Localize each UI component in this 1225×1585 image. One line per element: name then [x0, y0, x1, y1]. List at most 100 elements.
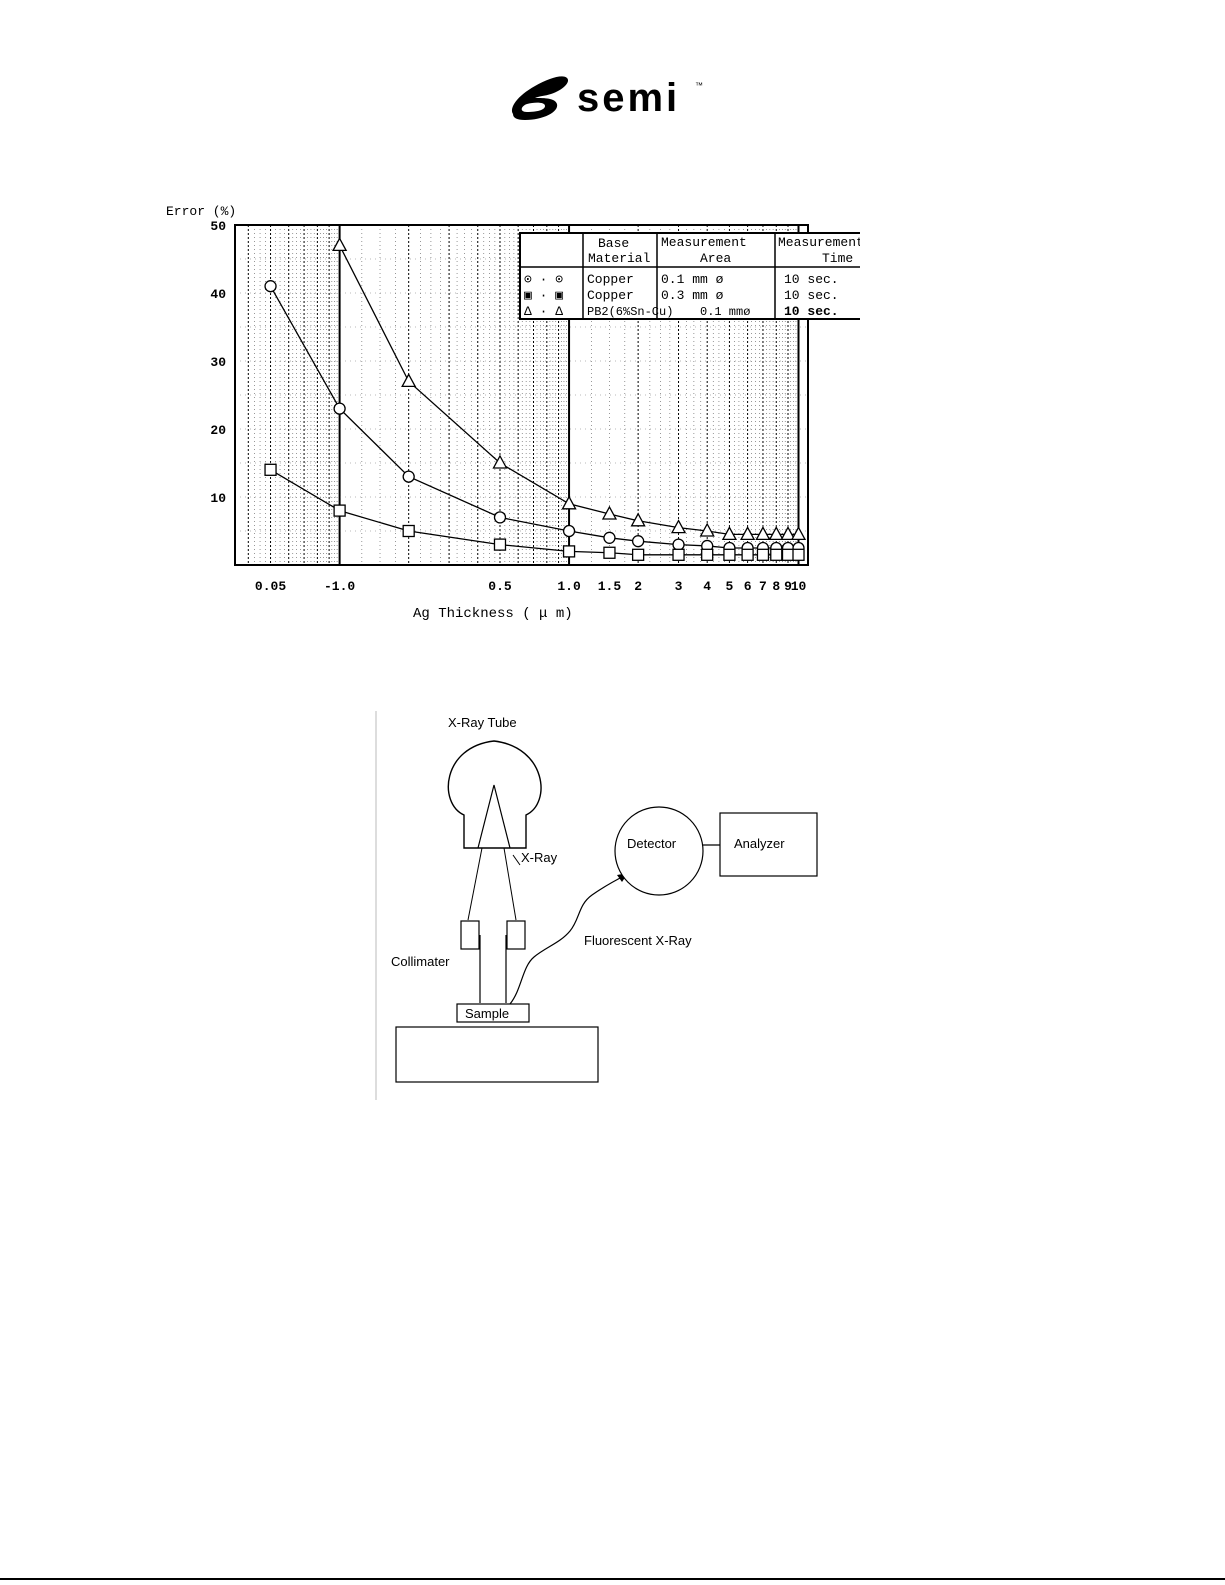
y-tick-label: 20 — [210, 423, 226, 438]
page-bottom-rule — [0, 1578, 1225, 1580]
legend-row-3-area: 0.1 mmø — [700, 305, 750, 319]
legend-row-2-symbol: ▣ · ▣ — [524, 288, 563, 303]
data-point-square — [701, 548, 714, 561]
y-axis-label: Error (%) — [166, 204, 236, 219]
legend-row-1-area: 0.1 mm ø — [661, 272, 724, 287]
fluorescent-xray-path — [509, 874, 627, 1005]
collimator-right-block — [506, 920, 526, 950]
y-tick-labels: 50 40 30 20 10 — [210, 219, 226, 506]
data-point-triangle — [492, 454, 508, 469]
data-point-triangle — [755, 526, 771, 541]
trademark-mark: ™ — [695, 81, 703, 90]
x-tick-label: 8 — [772, 579, 780, 594]
data-point-square — [770, 548, 783, 561]
x-tick-label: -1.0 — [324, 579, 355, 594]
data-point-circle — [333, 402, 346, 415]
legend-row-2-area: 0.3 mm ø — [661, 288, 724, 303]
data-point-triangle — [768, 526, 784, 541]
error-vs-thickness-chart: Error (%) 50 40 30 20 10 0.05 -1.0 0.5 1.0 1.5 2 3… — [166, 204, 860, 622]
data-point-circle — [603, 531, 616, 544]
sample-stage — [395, 1026, 599, 1083]
semi-logo-swoosh-icon — [511, 76, 569, 120]
x-axis-label: Ag Thickness ( μ m) — [413, 606, 573, 622]
semi-logo: semi ™ — [511, 76, 703, 120]
data-point-triangle — [401, 373, 417, 388]
fluorescent-xray-label: Fluorescent X-Ray — [584, 933, 692, 948]
data-point-square — [603, 546, 616, 559]
x-tick-label: 1.5 — [598, 579, 622, 594]
x-tick-label: 6 — [744, 579, 752, 594]
data-point-triangle — [670, 519, 687, 534]
y-tick-label: 30 — [210, 355, 226, 370]
x-tick-label: 1.0 — [557, 579, 581, 594]
data-point-triangle — [790, 526, 807, 541]
x-tick-label: 9 — [784, 579, 792, 594]
xray-beam-left — [467, 847, 483, 921]
data-point-circle — [562, 524, 576, 538]
y-tick-label: 40 — [210, 287, 226, 302]
legend-row-3-time: 10 sec. — [784, 304, 839, 319]
xray-fluorescence-diagram: X-Ray Tube X-Ray Collimater Sample Fluor… — [375, 711, 818, 1100]
data-point-circle — [493, 511, 507, 524]
xray-label: X-Ray — [521, 850, 558, 865]
data-point-circle — [631, 535, 645, 548]
xray-tube-icon — [447, 740, 542, 849]
series-square-line — [270, 469, 799, 556]
data-point-square — [672, 548, 685, 561]
data-point-square — [493, 538, 507, 551]
xray-beam-right — [503, 847, 517, 921]
xray-beam-cone — [477, 784, 511, 849]
data-point-square — [741, 548, 754, 561]
x-tick-label: 5 — [726, 579, 734, 594]
analyzer-label: Analyzer — [734, 836, 785, 851]
data-point-triangle — [561, 495, 577, 510]
legend-frame — [519, 232, 860, 320]
data-point-square — [792, 548, 805, 561]
analyzer-box — [719, 812, 818, 877]
x-tick-label: 0.5 — [488, 579, 512, 594]
detector-label: Detector — [627, 836, 677, 851]
data-point-square — [264, 463, 277, 476]
x-tick-label: 10 — [791, 579, 807, 594]
data-point-triangle — [601, 505, 618, 520]
legend-row-3-symbol: Δ · Δ — [524, 304, 563, 319]
legend-row-1-material: Copper — [587, 272, 634, 287]
collimator-label: Collimater — [391, 954, 450, 969]
x-tick-label: 0.05 — [255, 579, 286, 594]
data-point-square — [631, 548, 645, 561]
data-point-triangle — [630, 512, 646, 527]
data-point-square — [562, 545, 576, 558]
data-point-square — [402, 524, 415, 538]
y-tick-label: 50 — [210, 219, 226, 234]
legend-row-1-symbol: ⊙ · ⊙ — [524, 272, 563, 287]
data-point-triangle — [699, 522, 715, 537]
xray-label-leader — [512, 854, 521, 866]
data-point-circle — [264, 280, 277, 293]
series-layer — [264, 237, 807, 561]
xray-tube-label: X-Ray Tube — [448, 715, 517, 730]
data-point-square — [756, 548, 770, 561]
data-point-square — [781, 548, 795, 561]
sample-label: Sample — [465, 1006, 509, 1021]
data-point-triangle — [780, 526, 796, 541]
data-point-triangle — [721, 526, 738, 541]
legend-row-3-material: PB2(6%Sn-Cu) — [587, 305, 673, 319]
x-tick-label: 3 — [675, 579, 683, 594]
data-point-triangle — [332, 237, 348, 252]
collimator-left-block — [460, 920, 480, 950]
detector-circle — [614, 806, 704, 896]
data-point-square — [333, 504, 346, 517]
plot-frame — [234, 224, 809, 566]
sample-box — [456, 1003, 530, 1023]
legend-row-2-time: 10 sec. — [784, 288, 839, 303]
legend-row-1-time: 10 sec. — [784, 272, 839, 287]
legend-row-2-material: Copper — [587, 288, 634, 303]
y-tick-label: 10 — [210, 491, 226, 506]
x-tick-label: 2 — [634, 579, 642, 594]
x-tick-label: 4 — [703, 579, 711, 594]
